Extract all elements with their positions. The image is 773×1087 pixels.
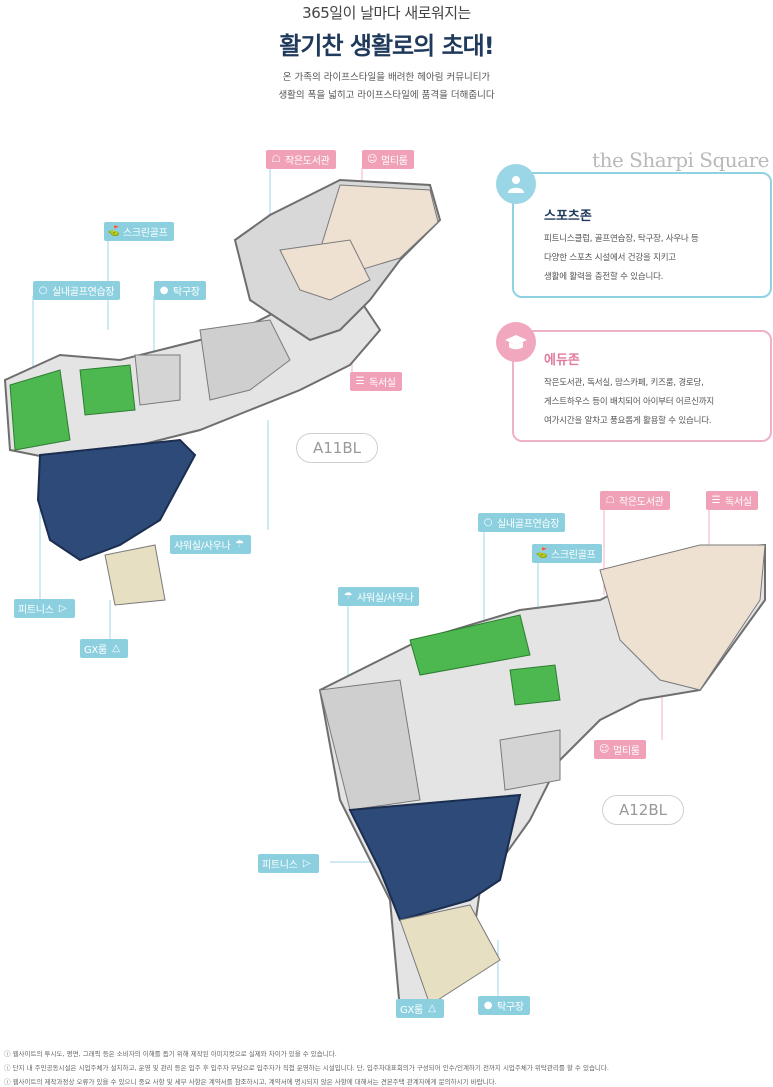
edu-desc-line-2: 게스트하우스 등이 배치되어 아이부터 어르신까지 bbox=[544, 397, 715, 407]
shower-icon: ☂ bbox=[343, 591, 353, 602]
ping-pong-icon: ● bbox=[159, 285, 169, 296]
a12-label-fitness: 피트니스 ▷ bbox=[258, 854, 319, 873]
brand-logo: the Sharpi Square bbox=[592, 148, 769, 172]
edu-desc-line-3: 여가시간을 알차고 풍요롭게 활용할 수 있습니다. bbox=[544, 416, 712, 426]
a12-label-small-library: ☖ 작은도서관 bbox=[600, 491, 670, 510]
sports-desc-line-3: 생활에 활력을 충전할 수 있습니다. bbox=[544, 272, 664, 282]
edu-zone-description: 작은도서관, 독서실, 맘스카페, 키즈룸, 경로당, 게스트하우스 등이 배치… bbox=[544, 374, 714, 431]
a12-label-shower-sauna: ☂ 샤워실/사우나 bbox=[338, 587, 420, 606]
sports-zone-description: 피트니스클럽, 골프연습장, 탁구장, 사우나 등 다양한 스포츠 시설에서 건… bbox=[544, 230, 699, 287]
a11-label-multi-room: ☺ 멀티룸 bbox=[362, 150, 414, 169]
a12-label-table-tennis: ● 탁구장 bbox=[478, 996, 530, 1015]
person-icon bbox=[496, 164, 536, 204]
a12-label-multi-room: ☺ 멀티룸 bbox=[594, 740, 646, 759]
a12-label-reading-room: ☰ 독서실 bbox=[706, 491, 758, 510]
a11-label-reading-room: ☰ 독서실 bbox=[350, 372, 402, 391]
a11-label-gx-room: GX룸 △ bbox=[80, 639, 128, 658]
golfer-icon: ⛳ bbox=[107, 226, 121, 237]
library-icon: ☖ bbox=[605, 495, 615, 506]
golf-ball-icon: ○ bbox=[38, 285, 48, 296]
a11-floorplan bbox=[3, 178, 442, 606]
header-description: 온 가족의 라이프스타일을 배려한 헤아림 커뮤니티가 생활의 폭을 넓히고 라… bbox=[0, 69, 773, 105]
edu-zone-card: 에듀존 작은도서관, 독서실, 맘스카페, 키즈룸, 경로당, 게스트하우스 등… bbox=[496, 322, 772, 442]
people-icon: ☺ bbox=[366, 154, 378, 165]
header-subtitle: 365일이 날마다 새로워지는 bbox=[302, 4, 471, 22]
book-icon: ☰ bbox=[711, 495, 721, 506]
sports-desc-line-2: 다양한 스포츠 시설에서 건강을 지키고 bbox=[544, 253, 676, 263]
sports-zone-title: 스포츠존 bbox=[544, 209, 592, 224]
disclaimer-line-3: ⓘ 웹사이트의 제작과정상 오류가 있을 수 있으니 중요 사항 및 세부 사항… bbox=[4, 1078, 497, 1086]
sports-desc-line-1: 피트니스클럽, 골프연습장, 탁구장, 사우나 등 bbox=[544, 234, 699, 244]
disclaimer-line-1: ⓘ 웹사이트의 투시도, 평면, 그래픽 등은 소비자의 이해를 돕기 위해 제… bbox=[4, 1050, 337, 1058]
sports-zone-card: 스포츠존 피트니스클럽, 골프연습장, 탁구장, 사우나 등 다양한 스포츠 시… bbox=[496, 164, 772, 298]
a11-label-shower-sauna: 샤워실/사우나 ☂ bbox=[170, 535, 252, 554]
desc-line-2: 생활의 폭을 넓히고 라이프스타일에 품격을 더해줍니다 bbox=[278, 90, 495, 101]
a12-floorplan bbox=[318, 543, 766, 1011]
edu-desc-line-1: 작은도서관, 독서실, 맘스카페, 키즈룸, 경로당, bbox=[544, 378, 704, 388]
edu-zone-title: 에듀존 bbox=[544, 353, 580, 368]
golf-ball-icon: ○ bbox=[483, 517, 493, 528]
ping-pong-icon: ● bbox=[483, 1000, 493, 1011]
treadmill-icon: ▷ bbox=[58, 603, 67, 614]
people-icon: ☺ bbox=[598, 744, 610, 755]
a12-building-tag: A12BL bbox=[602, 795, 684, 825]
disclaimer-notes: ⓘ 웹사이트의 투시도, 평면, 그래픽 등은 소비자의 이해를 돕기 위해 제… bbox=[4, 1047, 769, 1087]
page-title: 활기찬 생활로의 초대! bbox=[279, 32, 494, 60]
a12-label-indoor-golf: ○ 실내골프연습장 bbox=[478, 513, 566, 532]
shower-icon: ☂ bbox=[235, 539, 244, 550]
desc-line-1: 온 가족의 라이프스타일을 배려한 헤아림 커뮤니티가 bbox=[282, 72, 491, 83]
a11-label-screen-golf: ⛳ 스크린골프 bbox=[104, 222, 174, 241]
graduation-cap-icon bbox=[496, 322, 536, 362]
a12-label-screen-golf: ⛳ 스크린골프 bbox=[532, 544, 602, 563]
exercise-icon: △ bbox=[112, 643, 120, 654]
library-icon: ☖ bbox=[271, 154, 281, 165]
a11-label-small-library: ☖ 작은도서관 bbox=[266, 150, 336, 169]
exercise-icon: △ bbox=[428, 1003, 436, 1014]
disclaimer-line-2: ⓘ 단지 내 주민공동시설은 시업주체가 설치하고, 운영 및 관리 등은 입주… bbox=[4, 1064, 609, 1072]
golfer-icon: ⛳ bbox=[535, 548, 549, 559]
a11-building-tag: A11BL bbox=[296, 433, 378, 463]
a11-label-table-tennis: ● 탁구장 bbox=[154, 281, 206, 300]
book-icon: ☰ bbox=[355, 376, 365, 387]
a12-label-gx-room: GX룸 △ bbox=[396, 999, 444, 1018]
a11-label-fitness: 피트니스 ▷ bbox=[14, 599, 75, 618]
a11-label-indoor-golf: ○ 실내골프연습장 bbox=[33, 281, 121, 300]
treadmill-icon: ▷ bbox=[302, 858, 311, 869]
